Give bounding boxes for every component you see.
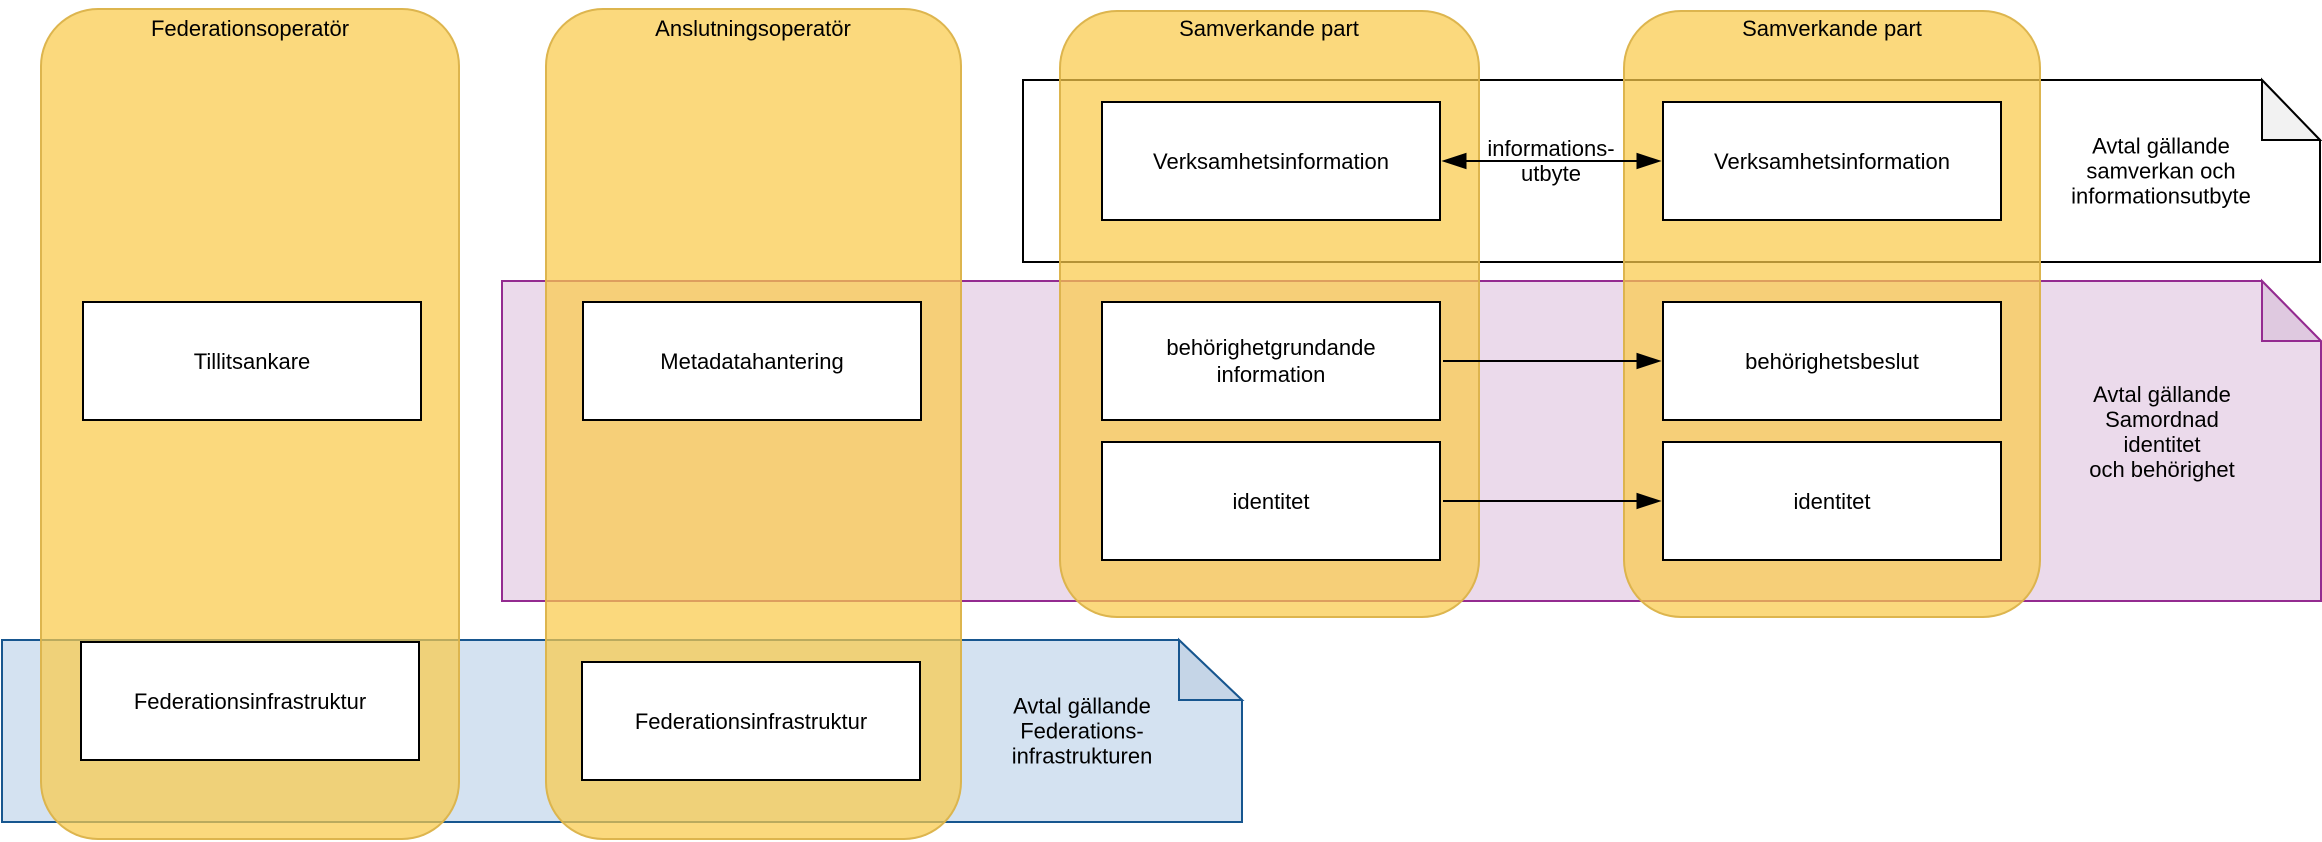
note-samverkan-text: Avtal gällande samverkan och information… <box>2071 133 2251 209</box>
box-metadatahantering: Metadatahantering <box>582 301 922 421</box>
container-title-federationsoperator: Federationsoperatör <box>150 16 350 41</box>
box-verksamhetsinformation-2: Verksamhetsinformation <box>1662 101 2002 221</box>
box-identitet-1: identitet <box>1101 441 1441 561</box>
box-behorighetsbeslut: behörighetsbeslut <box>1662 301 2002 421</box>
arrowhead-right-icon <box>1636 152 1662 170</box>
arrowhead-right-icon <box>1636 492 1662 510</box>
note-identitet-fold-icon <box>2261 278 2322 342</box>
note-samverkan-fold-icon <box>2261 77 2322 141</box>
note-federation-text: Avtal gällande Federations- infrastruktu… <box>1011 693 1153 769</box>
container-title-samverkande-part-2: Samverkande part <box>1742 16 1922 41</box>
arrow-behorighet <box>1443 352 1662 370</box>
container-title-anslutningsoperator: Anslutningsoperatör <box>655 16 851 41</box>
box-federationsinfrastruktur-1: Federationsinfrastruktur <box>80 641 420 761</box>
box-federationsinfrastruktur-2: Federationsinfrastruktur <box>581 661 921 781</box>
note-identitet-text: Avtal gällande Samordnad identitet och b… <box>2089 382 2235 482</box>
box-identitet-2: identitet <box>1662 441 2002 561</box>
box-verksamhetsinformation-1: Verksamhetsinformation <box>1101 101 1441 221</box>
box-behorighetgrundande-information: behörighetgrundande information <box>1101 301 1441 421</box>
arrow-identitet <box>1443 492 1662 510</box>
box-tillitsankare: Tillitsankare <box>82 301 422 421</box>
arrowhead-right-icon <box>1636 352 1662 370</box>
note-federation-fold-icon <box>1178 637 1245 701</box>
arrow-informationsutbyte <box>1441 152 1662 170</box>
arrow-label-informationsutbyte: informations- utbyte <box>1487 136 1615 186</box>
container-title-samverkande-part-1: Samverkande part <box>1179 16 1359 41</box>
arrowhead-left-icon <box>1441 152 1467 170</box>
